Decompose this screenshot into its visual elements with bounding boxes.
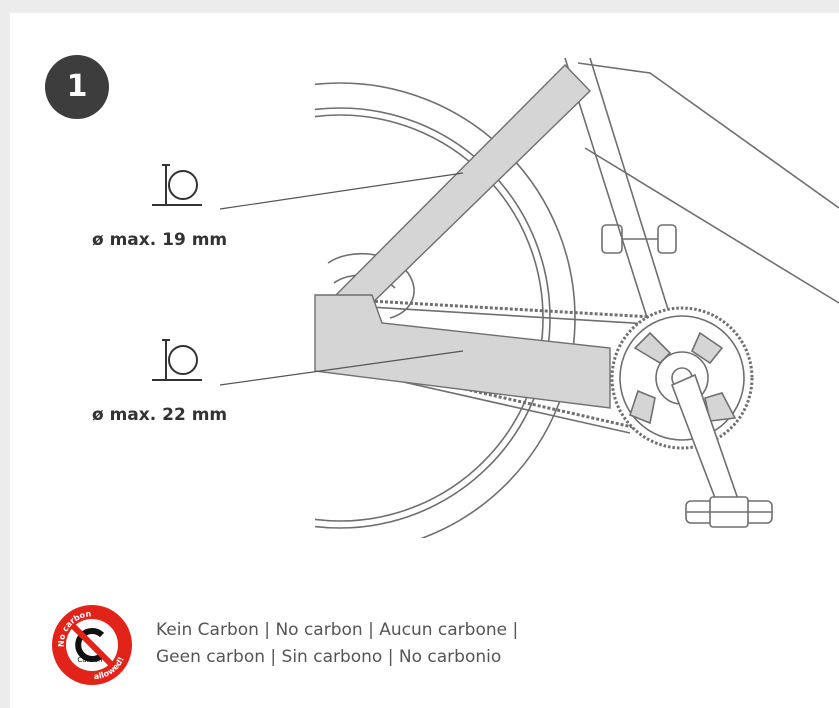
bottle-cage-mount <box>601 224 677 254</box>
chain-upper <box>369 299 671 320</box>
notice-line-1: Kein Carbon | No carbon | Aucun carbone … <box>156 620 519 640</box>
seat-stay-highlight <box>326 63 591 314</box>
no-carbon-notice: Kein Carbon | No carbon | Aucun carbone … <box>156 617 716 671</box>
dimension-label-upper: ø max. 19 mm <box>92 230 228 250</box>
step-number-badge: 1 <box>45 55 109 119</box>
dimension-label-lower: ø max. 22 mm <box>92 405 228 425</box>
bicycle-diagram <box>219 57 839 538</box>
leader-line-upper <box>219 172 464 210</box>
tube-diameter-icon <box>152 164 202 206</box>
leader-line-lower <box>219 350 464 386</box>
no-carbon-icon: No carbon allowed! Carbon <box>52 605 132 685</box>
chainring <box>610 306 773 528</box>
tube-diameter-icon <box>152 339 202 381</box>
instruction-card: 1 ø max. 19 mm ø max. 22 mm No ca <box>10 13 839 708</box>
seat-tube <box>564 57 681 349</box>
notice-line-2: Geen carbon | Sin carbono | No carbonio <box>156 647 502 667</box>
no-carbon-center-text: Carbon <box>77 656 102 664</box>
pedal <box>685 496 773 528</box>
down-tube <box>577 62 839 304</box>
